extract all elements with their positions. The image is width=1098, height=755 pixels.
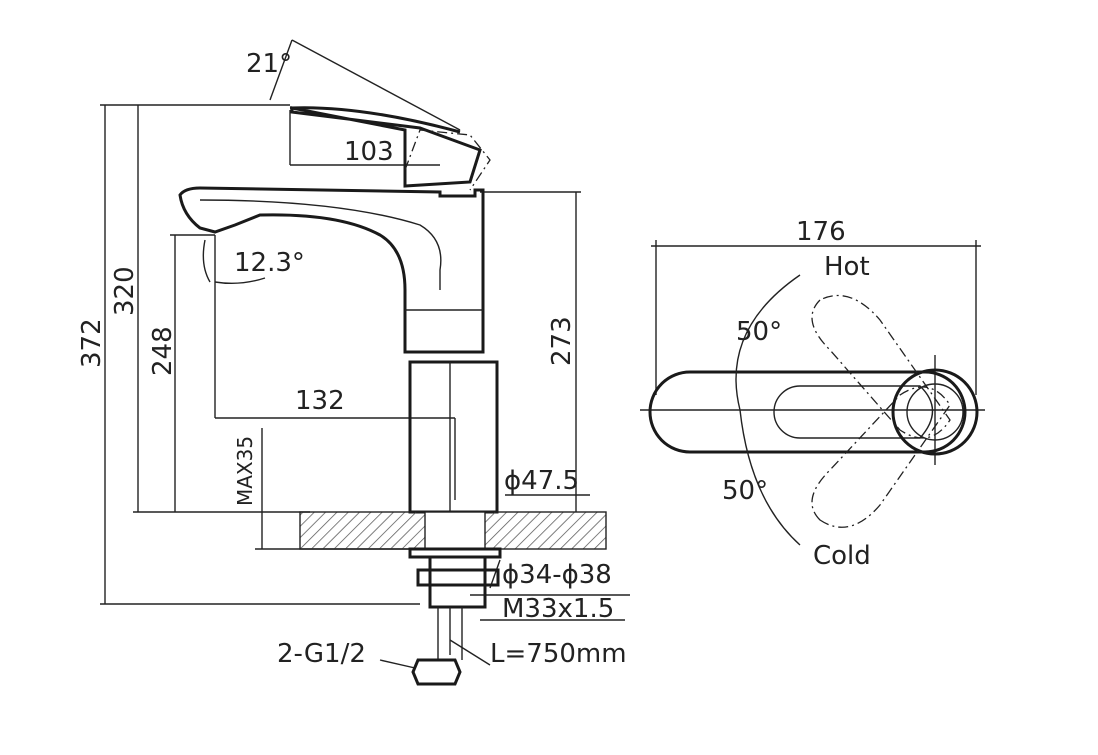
- hose-length-label: L=750mm: [490, 639, 627, 669]
- top-width-label: 176: [796, 217, 846, 247]
- spout-reach-label: 132: [295, 386, 345, 416]
- spout-angle-label: 12.3°: [234, 248, 305, 278]
- spout-height-label: 248: [148, 326, 178, 376]
- max-deck-label: MAX35: [233, 436, 257, 506]
- handle-height-label: 320: [110, 266, 140, 316]
- thread-label: M33x1.5: [502, 594, 614, 624]
- hose-connection-label: 2-G1/2: [277, 639, 366, 669]
- hot-label: Hot: [824, 252, 870, 282]
- body-height-label: 273: [547, 316, 577, 366]
- body-diameter-label: ϕ47.5: [504, 466, 579, 496]
- hot-angle-label: 50°: [736, 317, 782, 347]
- cold-angle-label: 50°: [722, 476, 768, 506]
- hole-diameter-label: ϕ34-ϕ38: [502, 560, 612, 590]
- faucet-top-view: [640, 240, 985, 546]
- cold-label: Cold: [813, 541, 871, 571]
- handle-length-label: 103: [344, 137, 394, 167]
- faucet-side-view: [178, 106, 607, 686]
- handle-angle-label: 21°: [246, 49, 292, 79]
- total-height-label: 372: [77, 318, 107, 368]
